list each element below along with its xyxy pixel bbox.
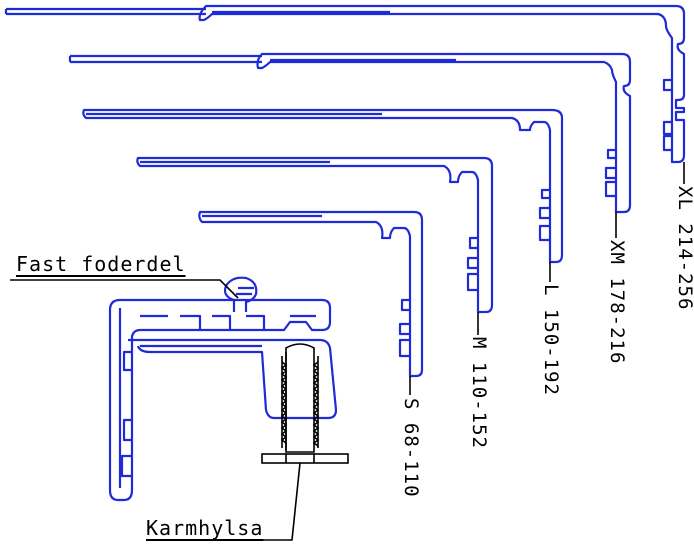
leader-lines (10, 162, 685, 541)
profile-l (82, 108, 564, 264)
karmhylsa-sleeve (261, 343, 349, 464)
profile-m (136, 156, 494, 314)
size-label-xm: XM 178-216 (606, 240, 628, 365)
profile-s (198, 210, 424, 378)
size-label-s: S 68-110 (400, 398, 422, 498)
size-label-l: L 150-192 (540, 284, 562, 396)
profile-xl (4, 4, 686, 164)
size-label-xl: XL 214-256 (674, 186, 694, 311)
label-karmhylsa: Karmhylsa (146, 516, 264, 540)
base-profile (108, 276, 338, 502)
label-fast-foderdel: Fast foderdel (16, 252, 186, 276)
size-label-m: M 110-152 (468, 337, 490, 449)
profile-xm (68, 52, 632, 214)
